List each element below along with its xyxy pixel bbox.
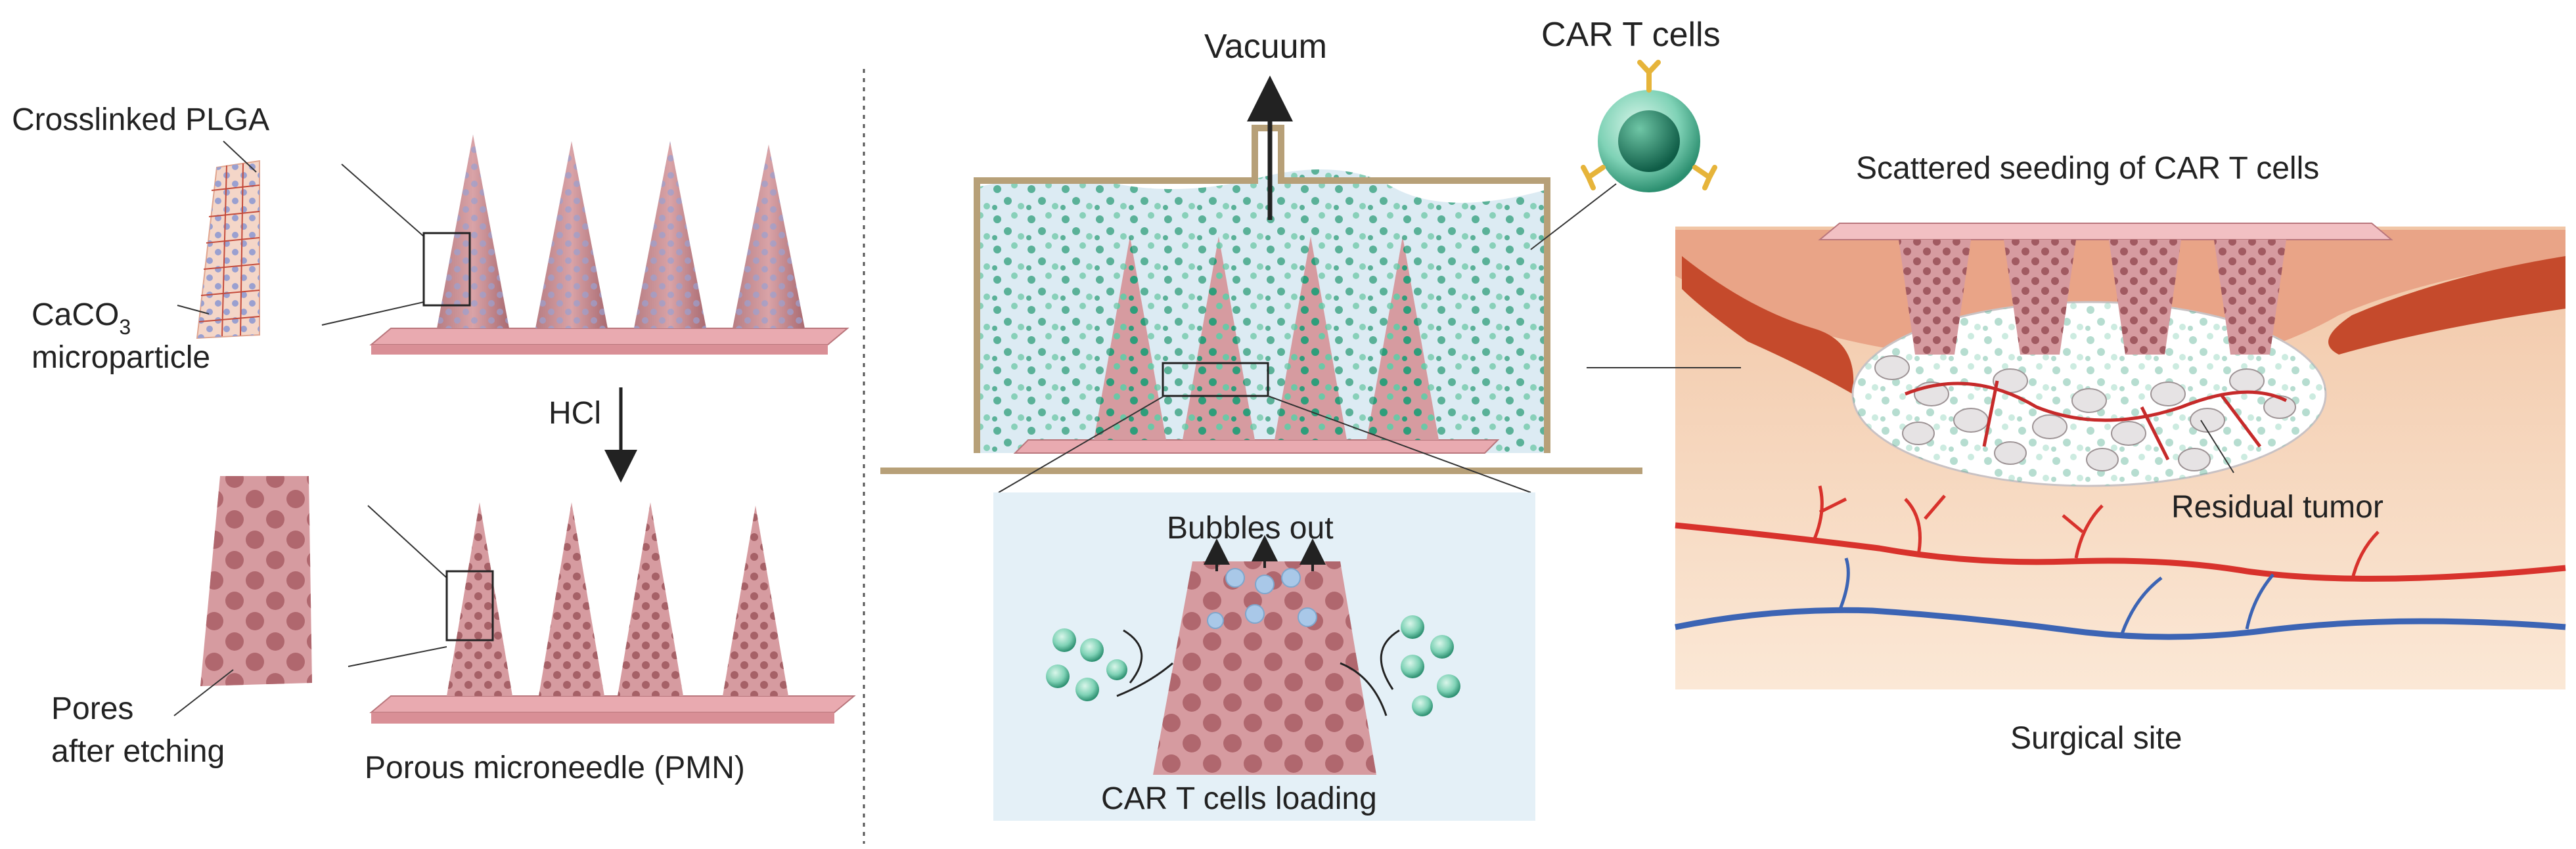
scattered-seeding-label: Scattered seeding of CAR T cells	[1856, 151, 2319, 186]
artery	[1675, 522, 2566, 582]
pores-pointer	[173, 669, 234, 716]
bubbles	[1207, 568, 1317, 629]
porous-needle	[1183, 236, 1255, 440]
car-t-cells-left	[1046, 628, 1127, 701]
vacuum-chamber	[880, 125, 1642, 474]
loading-flow-lines	[1116, 629, 1400, 716]
plga-inset	[196, 160, 260, 339]
implanted-needle	[2214, 240, 2286, 355]
zoom-line	[1267, 395, 1531, 493]
microneedle-array-top	[369, 135, 849, 355]
porous-needle	[618, 502, 683, 696]
needle	[535, 141, 608, 328]
porous-needle	[723, 506, 788, 696]
zoom-line	[321, 301, 424, 326]
zoom-line	[341, 163, 424, 237]
car-t-cell-icon	[1581, 60, 1717, 192]
patch-backing	[1818, 223, 2393, 240]
vein-branches	[1838, 557, 2274, 634]
artery-branches	[1811, 485, 2380, 582]
car-receptor	[1581, 60, 1717, 190]
zoom-line	[348, 646, 447, 667]
hcl-label: HCl	[549, 396, 601, 431]
implanted-needle	[1899, 240, 1971, 355]
wound-edge-right	[2328, 256, 2565, 355]
zoom-box	[1162, 362, 1269, 397]
needle-base	[369, 695, 856, 713]
car-t-loading-label: CAR T cells loading	[1101, 781, 1377, 816]
car-t-cells-right	[1401, 615, 1460, 716]
implanted-needle	[2004, 240, 2076, 355]
needle-base	[1013, 439, 1500, 454]
wound-edge-left	[1682, 256, 1854, 394]
pores-inset	[200, 476, 312, 686]
porous-needle	[1275, 236, 1347, 440]
crosslinked-plga-label: Crosslinked PLGA	[12, 102, 269, 137]
porous-needle	[1367, 236, 1439, 440]
caco3-text: CaCO	[32, 297, 119, 332]
needle-base-edge	[371, 345, 828, 355]
tumor-cells	[1874, 355, 2296, 471]
plga-pointer	[223, 141, 257, 173]
implanted-needle	[2109, 240, 2181, 355]
after-etching-label: after etching	[51, 734, 225, 769]
car-t-pointer	[1530, 183, 1617, 250]
caco3-subscript: 3	[119, 315, 131, 339]
pores-label: Pores	[51, 691, 133, 726]
car-t-suspension	[977, 169, 1544, 453]
chamber-microneedles	[1013, 236, 1500, 454]
needle	[437, 135, 509, 328]
caco3-pointer	[177, 305, 210, 315]
tumor-vessels	[1905, 380, 2288, 461]
porous-microneedle-label: Porous microneedle (PMN)	[365, 751, 745, 785]
car-t-cells-label: CAR T cells	[1541, 16, 1721, 54]
needle-base-edge	[371, 712, 834, 724]
zoom-line	[998, 395, 1165, 493]
porous-needle	[539, 502, 604, 696]
microparticle-label: microparticle	[32, 340, 210, 375]
loading-inset	[993, 492, 1535, 821]
zoom-box	[422, 232, 471, 307]
tumor-pointer	[2200, 420, 2234, 473]
zoom-box	[445, 570, 494, 642]
bubble-arrows	[1204, 535, 1326, 571]
residual-tumor-label: Residual tumor	[2171, 490, 2384, 525]
porous-needle	[1094, 236, 1166, 440]
surgical-site-illustration	[1675, 223, 2566, 689]
vacuum-label: Vacuum	[1204, 28, 1327, 66]
needle	[634, 141, 706, 328]
caco3-label: CaCO3	[32, 297, 131, 339]
surgical-site-label: Surgical site	[2010, 721, 2182, 756]
microneedle-array-bottom	[369, 502, 856, 724]
needle-base	[369, 328, 849, 345]
zoom-line	[367, 505, 447, 578]
vein	[1675, 607, 2566, 640]
porous-needle	[447, 502, 512, 696]
bubbles-out-label: Bubbles out	[1167, 511, 1334, 546]
needle	[733, 144, 805, 328]
